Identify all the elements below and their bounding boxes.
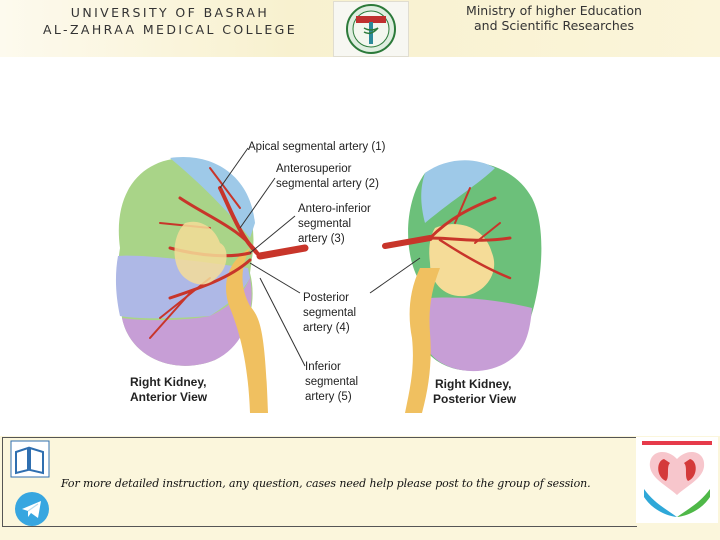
kidney-care-logo xyxy=(636,437,718,523)
telegram-icon[interactable] xyxy=(10,490,54,528)
caption-anterior-1: Right Kidney, xyxy=(130,375,206,389)
label-anterosuperior-1: Anterosuperior xyxy=(276,163,352,175)
inferior-segment-posterior xyxy=(423,297,532,371)
label-anteroinferior-2: segmental xyxy=(298,218,351,230)
kidney-segmental-arteries-figure: Apical segmental artery (1) Anterosuperi… xyxy=(100,128,560,413)
label-posterior-3: artery (4) xyxy=(303,322,350,334)
label-apical: Apical segmental artery (1) xyxy=(248,141,386,153)
label-anteroinferior-3: artery (3) xyxy=(298,233,345,245)
caption-posterior-1: Right Kidney, xyxy=(435,377,511,391)
label-inferior-3: artery (5) xyxy=(305,391,352,403)
university-title: UNIVERSITY OF BASRAH AL-ZAHRAA MEDICAL C… xyxy=(20,4,320,38)
ministry-name: Ministry of higher Education xyxy=(430,3,678,18)
label-posterior-1: Posterior xyxy=(303,292,349,304)
right-kidney-posterior xyxy=(385,160,541,413)
label-inferior-2: segmental xyxy=(305,376,358,388)
caption-posterior-2: Posterior View xyxy=(433,392,517,406)
caption-anterior-2: Anterior View xyxy=(130,390,208,404)
ministry-subtitle: and Scientific Researches xyxy=(430,18,678,33)
college-name: AL-ZAHRAA MEDICAL COLLEGE xyxy=(20,21,320,38)
ministry-title: Ministry of higher Education and Scienti… xyxy=(430,3,678,33)
label-anteroinferior-1: Antero-inferior xyxy=(298,203,371,215)
book-icon[interactable] xyxy=(10,440,50,478)
label-anterosuperior-2: segmental artery (2) xyxy=(276,178,379,190)
college-logo xyxy=(333,1,409,57)
university-name: UNIVERSITY OF BASRAH xyxy=(20,4,320,21)
label-inferior-1: Inferior xyxy=(305,361,341,373)
label-posterior-2: segmental xyxy=(303,307,356,319)
footer-instruction: For more detailed instruction, any quest… xyxy=(61,477,591,490)
